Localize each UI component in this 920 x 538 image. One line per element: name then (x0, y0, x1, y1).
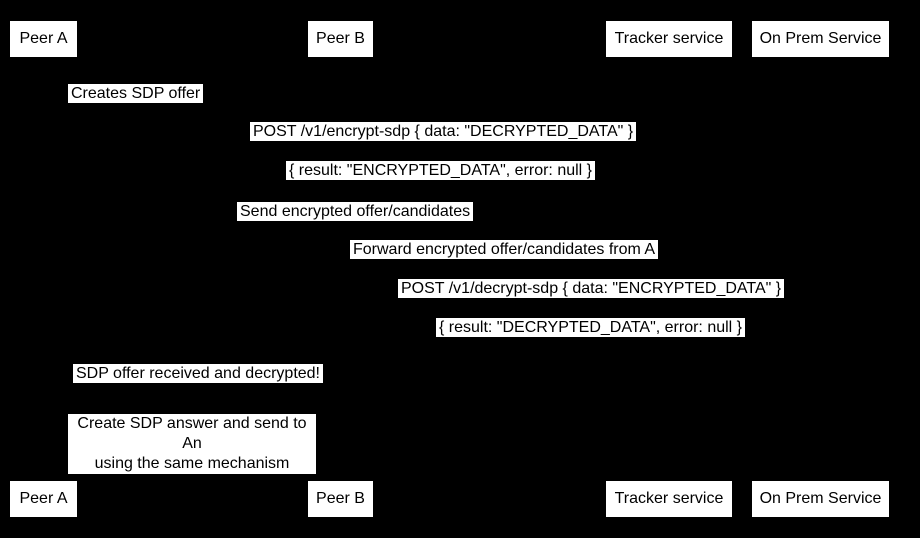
actor-on-prem-service-top: On Prem Service (752, 21, 889, 57)
actor-on-prem-service-bottom: On Prem Service (752, 481, 889, 517)
actor-peer-a-bottom: Peer A (10, 481, 77, 517)
message-forward-encrypted-offer: Forward encrypted offer/candidates from … (350, 240, 659, 259)
actor-tracker-service-bottom: Tracker service (606, 481, 732, 517)
actor-peer-a-top: Peer A (10, 21, 77, 57)
actor-tracker-service-top: Tracker service (606, 21, 732, 57)
message-creates-sdp-offer: Creates SDP offer (68, 84, 204, 103)
message-send-encrypted-offer: Send encrypted offer/candidates (237, 202, 474, 221)
message-create-sdp-answer: Create SDP answer and send to An using t… (68, 414, 316, 474)
message-post-decrypt-sdp: POST /v1/decrypt-sdp { data: "ENCRYPTED_… (398, 279, 785, 298)
message-encrypt-result: { result: "ENCRYPTED_DATA", error: null … (286, 161, 596, 180)
message-post-encrypt-sdp: POST /v1/encrypt-sdp { data: "DECRYPTED_… (250, 122, 637, 141)
message-decrypt-result: { result: "DECRYPTED_DATA", error: null … (436, 318, 746, 337)
message-sdp-offer-received: SDP offer received and decrypted! (73, 364, 323, 383)
actor-peer-b-top: Peer B (308, 21, 373, 57)
actor-peer-b-bottom: Peer B (308, 481, 373, 517)
